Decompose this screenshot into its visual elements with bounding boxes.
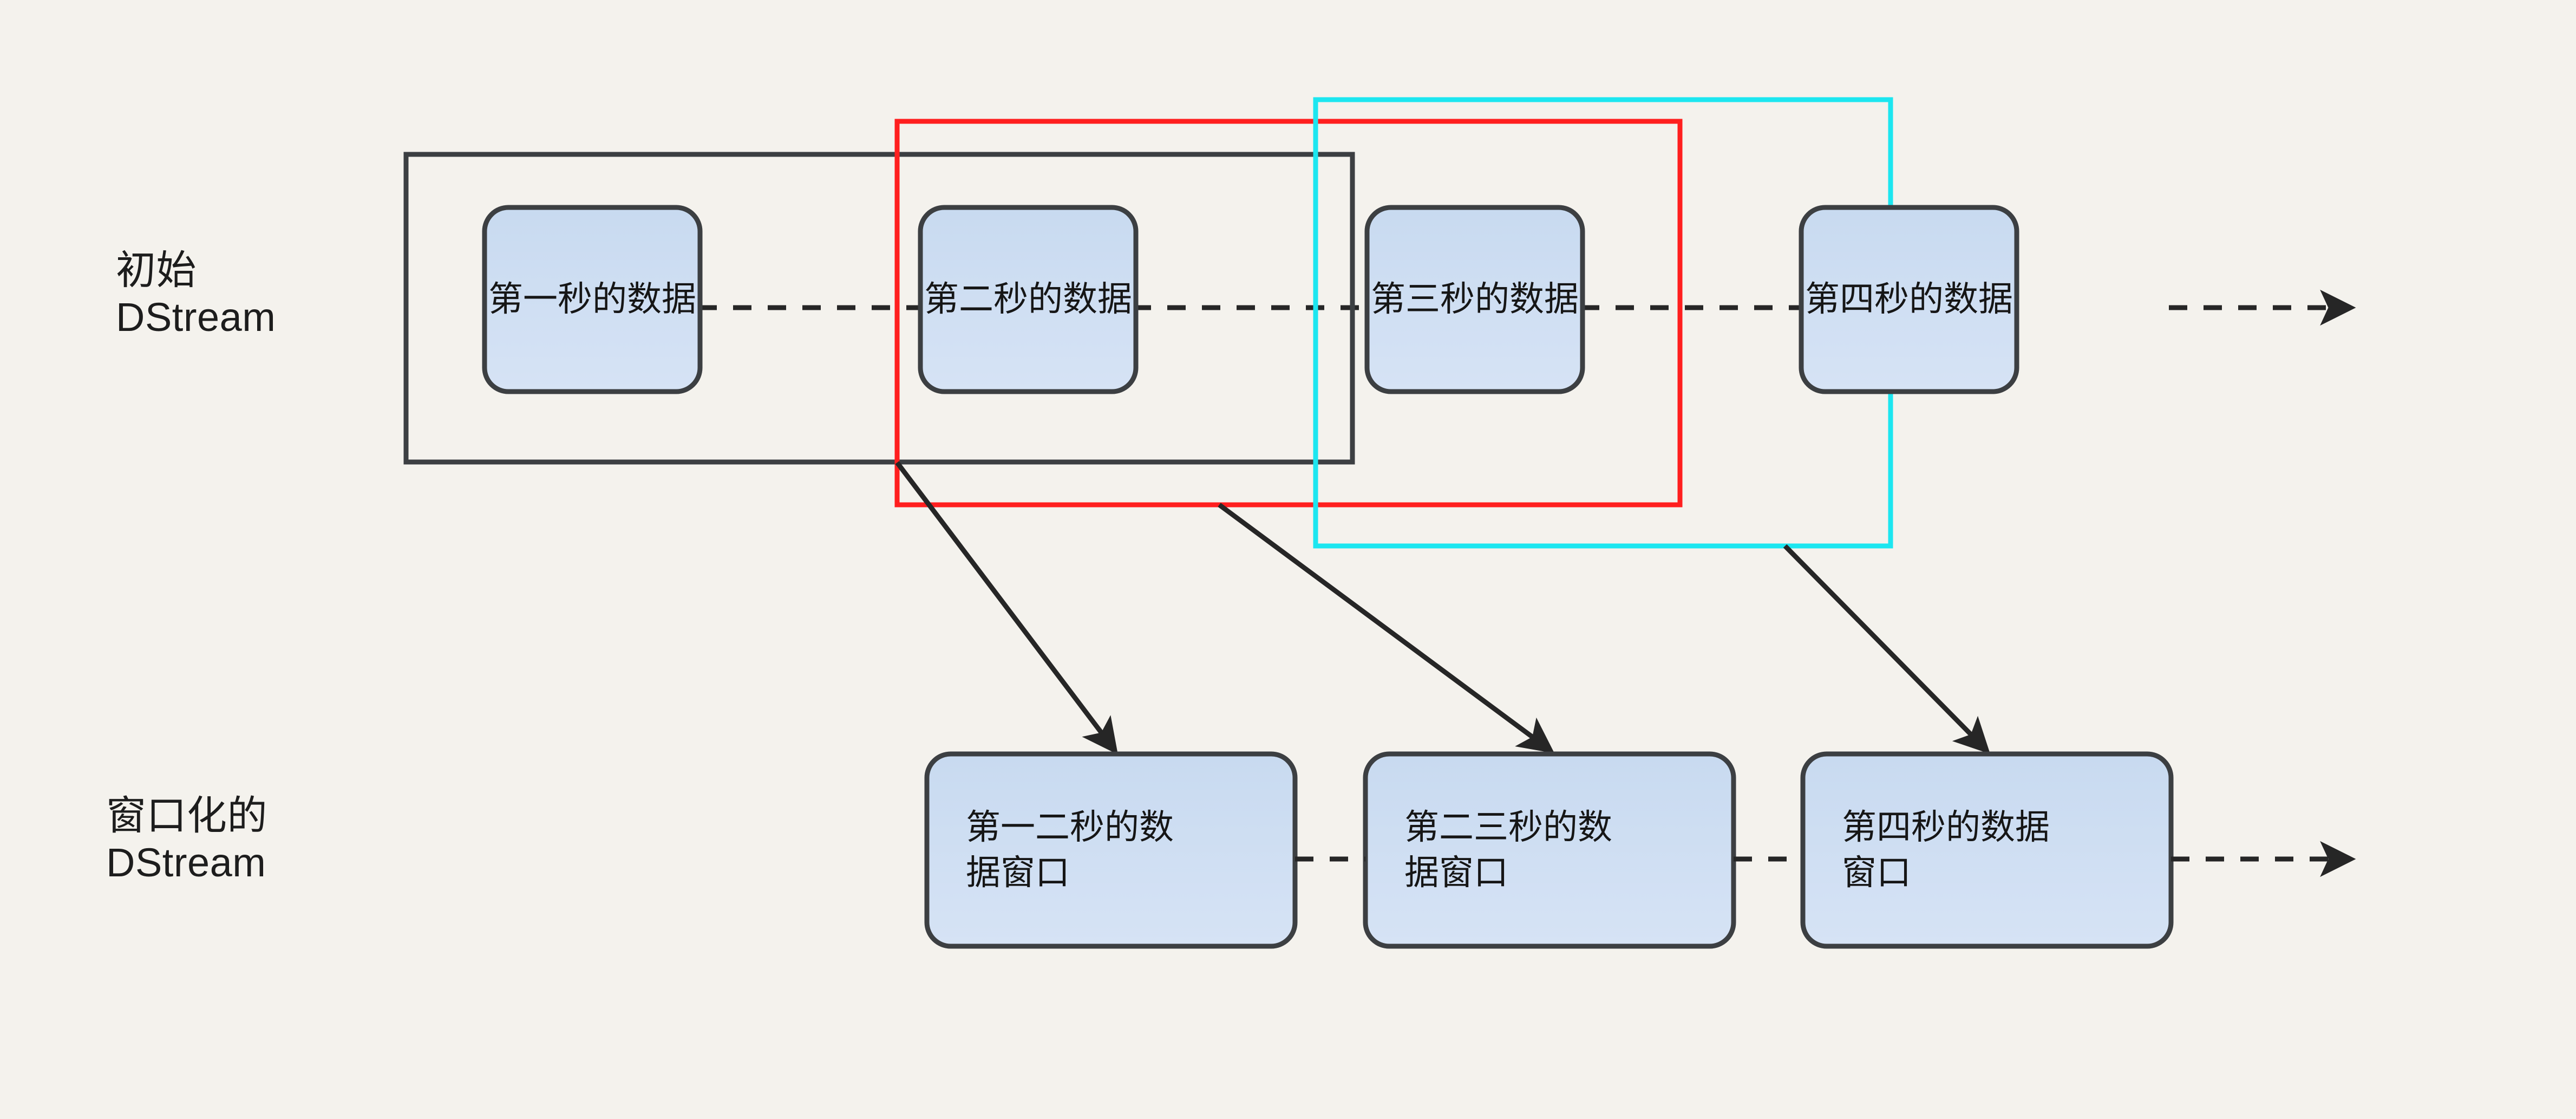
windowed-dstream-nodes (924, 751, 2174, 949)
mapping-arrow-black-to-win12 (895, 461, 1118, 755)
window-black[interactable] (403, 152, 1355, 465)
node-sec2[interactable] (918, 205, 1139, 394)
mapping-arrow-red-to-win23 (1218, 503, 1555, 753)
row-label-initial-dstream: 初始 DStream (116, 248, 276, 340)
window-mapping-arrows (895, 461, 1991, 755)
node-win23[interactable] (1363, 751, 1736, 949)
node-sec3[interactable] (1364, 205, 1585, 394)
window-red[interactable] (894, 119, 1683, 508)
mapping-arrow-cyan-to-win4 (1783, 544, 1991, 754)
node-win4[interactable] (1800, 751, 2174, 949)
initial-dstream-nodes (482, 205, 2019, 394)
node-sec4[interactable] (1799, 205, 2019, 394)
node-sec1[interactable] (482, 205, 703, 394)
row-label-windowed-dstream: 窗口化的 DStream (106, 793, 267, 886)
node-win12[interactable] (924, 751, 1298, 949)
